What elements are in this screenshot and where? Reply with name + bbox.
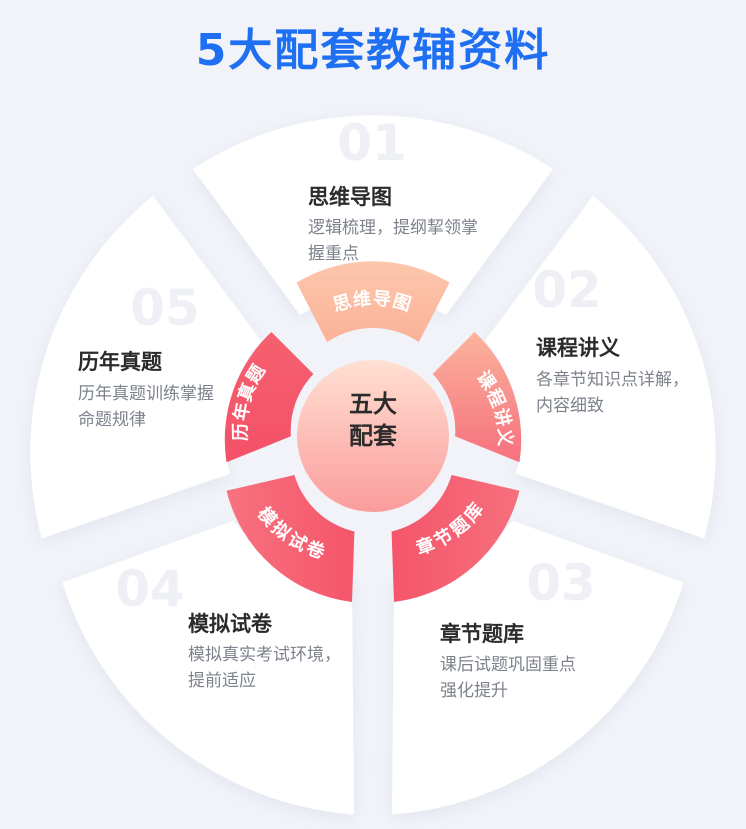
card-01 xyxy=(192,115,554,316)
section-number-01: 01 xyxy=(337,114,407,172)
ring-segment-01 xyxy=(296,261,450,343)
card-title-04: 模拟试卷 xyxy=(188,612,272,636)
card-title-05: 历年真题 xyxy=(78,350,162,374)
center-circle xyxy=(297,360,449,512)
card-02 xyxy=(484,195,716,539)
section-number-05: 05 xyxy=(130,279,200,337)
card-05 xyxy=(30,195,262,539)
page-title: 5大配套教辅资料 xyxy=(195,25,551,76)
card-desc-04: 模拟真实考试环境，提前适应 xyxy=(188,645,341,691)
ring-segment-04 xyxy=(226,475,355,602)
section-number-02: 02 xyxy=(532,261,602,319)
center-label-line-1: 五大 xyxy=(349,390,397,418)
card-title-03: 章节题库 xyxy=(440,622,524,646)
card-title-01: 思维导图 xyxy=(308,185,392,209)
card-03 xyxy=(392,520,684,815)
card-title-02: 课程讲义 xyxy=(536,336,620,360)
ring-segment-02 xyxy=(432,332,522,463)
section-number-04: 04 xyxy=(115,560,185,618)
card-desc-01: 逻辑梳理，提纲挈领掌握重点 xyxy=(308,218,478,264)
card-desc-03: 课后试题巩固重点强化提升 xyxy=(440,655,576,701)
card-04 xyxy=(62,520,355,815)
center-label: 五大 配套 xyxy=(298,388,448,452)
center-label-line-2: 配套 xyxy=(349,422,397,450)
ring-segment-05 xyxy=(224,332,314,463)
card-desc-05: 历年真题训练掌握命题规律 xyxy=(78,384,214,430)
card-desc-02: 各章节知识点详解，内容细致 xyxy=(536,370,689,416)
section-number-03: 03 xyxy=(526,554,596,612)
ring-segment-03 xyxy=(391,475,520,602)
